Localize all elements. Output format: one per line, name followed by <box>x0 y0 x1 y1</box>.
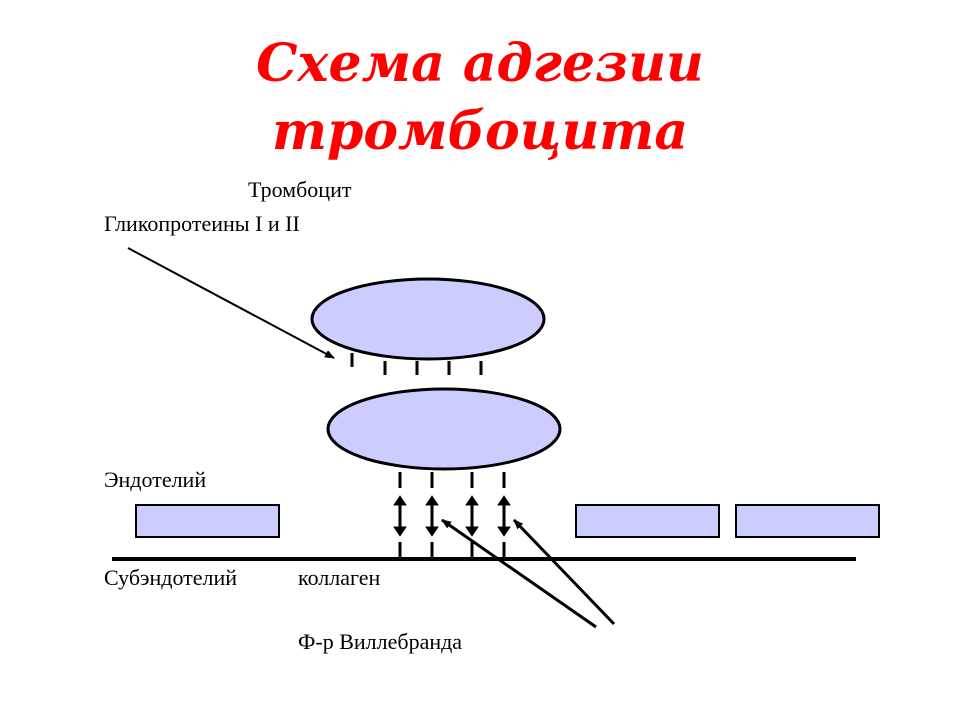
label-willebrand-factor: Ф-р Виллебранда <box>298 629 463 654</box>
label-glycoproteins: Гликопротеины I и II <box>104 211 300 236</box>
glycoprotein-pointer-arrow <box>127 247 335 359</box>
collagen-ticks <box>398 542 506 558</box>
endothelial-cell-2 <box>575 504 720 538</box>
willebrand-pointer-arrow-2 <box>512 518 616 626</box>
label-collagen: коллаген <box>298 565 381 590</box>
slide-title: Схема адгезии тромбоцита <box>0 30 960 166</box>
label-platelet: Тромбоцит <box>248 177 352 202</box>
willebrand-pointer-arrow-1 <box>441 518 597 629</box>
title-line-2: тромбоцита <box>271 101 689 162</box>
endothelial-cell-3 <box>735 504 880 538</box>
glycoprotein-receptors-upper <box>350 353 483 375</box>
platelet-upper <box>310 277 546 361</box>
label-subendothelium: Субэндотелий <box>104 565 238 590</box>
label-endothelium: Эндотелий <box>104 467 207 492</box>
endothelial-cell-1 <box>135 504 280 538</box>
title-line-1: Схема адгезии <box>256 33 704 94</box>
glycoprotein-receptors-lower <box>398 472 506 488</box>
platelet-lower <box>326 387 562 471</box>
willebrand-factor-bridges <box>393 495 511 537</box>
